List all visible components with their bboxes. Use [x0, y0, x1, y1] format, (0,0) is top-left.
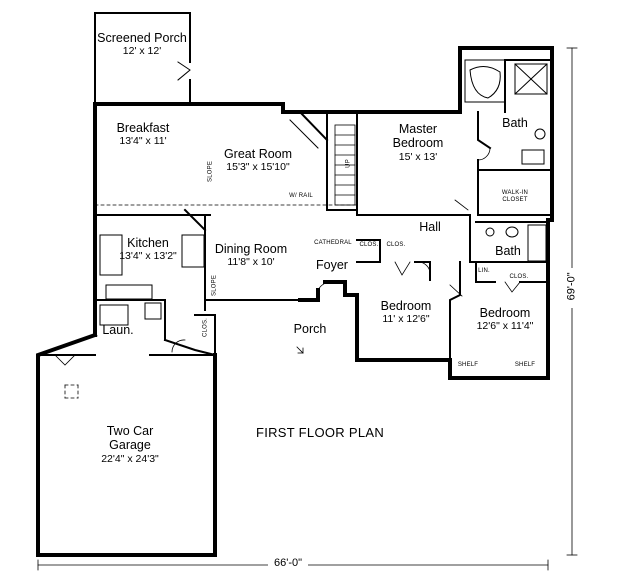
porch-marker: [296, 346, 304, 354]
master-bath-fixtures: [464, 59, 548, 165]
bedroom3-size: 12'6" x 11'4": [476, 320, 534, 333]
dashed-lines: [64, 204, 358, 399]
bath2-fixtures: [485, 224, 547, 262]
closet-note-hall: CLOS.: [359, 242, 379, 248]
bath2-label: Bath: [495, 244, 521, 258]
master-bath-label: Bath: [502, 116, 528, 130]
closet-note-bedroom2: CLOS.: [386, 242, 406, 248]
cathedral-note: CATHEDRAL: [314, 240, 352, 246]
shelf-note-left: SHELF: [457, 362, 479, 368]
laundry-label: Laun.: [102, 323, 134, 337]
hall-label: Hall: [419, 220, 441, 234]
kitchen-size: 13'4" x 13'2": [119, 250, 177, 263]
porch-label: Porch: [293, 322, 327, 336]
doors: [54, 147, 521, 366]
screened-porch-label: Screened Porch 12' x 12': [88, 31, 196, 57]
breakfast-label: Breakfast 13'4" x 11': [103, 121, 183, 147]
garage-label: Two Car Garage 22'4" x 24'3": [75, 424, 185, 465]
screened-porch-size: 12' x 12': [122, 45, 162, 58]
shelf-note-right: SHELF: [514, 362, 536, 368]
master-bedroom-label: Master Bedroom 15' x 13': [375, 122, 461, 163]
linen-note: LIN.: [478, 268, 490, 274]
walk-in-closet-note: WALK-IN CLOSET: [501, 190, 529, 203]
great-room-slope-note: SLOPE: [207, 160, 214, 182]
exterior-walls: [36, 46, 554, 557]
breakfast-size: 13'4" x 11': [119, 135, 167, 148]
wall-rail-note: W/ RAIL: [289, 193, 313, 199]
bedroom2-label: Bedroom 11' x 12'6": [368, 299, 444, 325]
plan-title: FIRST FLOOR PLAN: [255, 425, 385, 440]
stairs: [334, 124, 356, 206]
dining-slope-note: SLOPE: [211, 274, 218, 296]
dining-room-label: Dining Room 11'8" x 10': [205, 242, 297, 268]
screened-porch-walls: [94, 12, 191, 105]
kitchen-label: Kitchen 13'4" x 13'2": [108, 236, 188, 262]
overall-width-dimension: 66'-0": [273, 557, 303, 569]
overall-depth-dimension: 69'-0": [565, 272, 578, 301]
bedroom3-label: Bedroom 12'6" x 11'4": [462, 306, 548, 332]
garage-size: 22'4" x 24'3": [101, 452, 159, 465]
master-bedroom-size: 15' x 13': [398, 150, 438, 163]
closet-note-bedroom3: CLOS.: [509, 274, 529, 280]
closet-note-garage: CLOS.: [202, 317, 209, 337]
stair-up-note: UP: [345, 159, 352, 168]
great-room-label: Great Room 15'3" x 15'10": [208, 147, 308, 173]
bedroom2-size: 11' x 12'6": [382, 313, 430, 326]
fireplace: [289, 111, 328, 149]
foyer-label: Foyer: [316, 258, 348, 272]
dining-room-size: 11'8" x 10': [227, 256, 275, 269]
great-room-size: 15'3" x 15'10": [226, 161, 290, 174]
